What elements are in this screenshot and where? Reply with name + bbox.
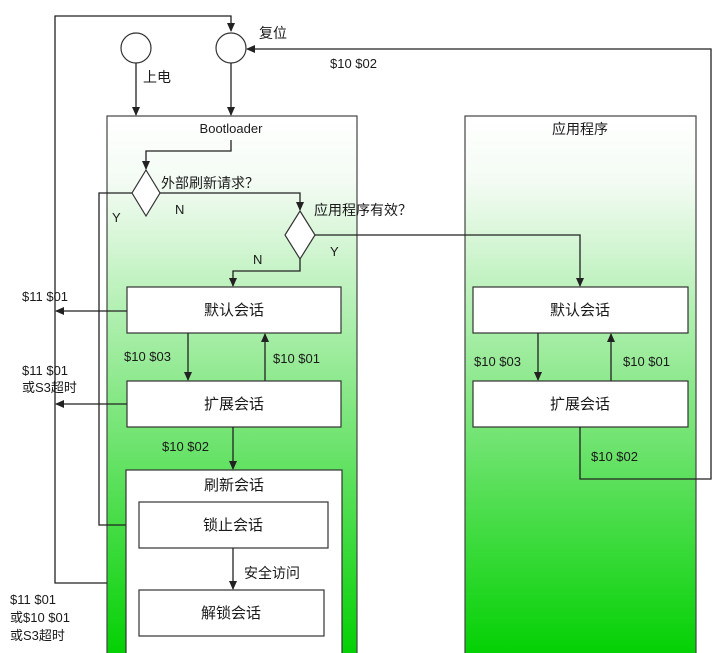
left-exit-3c-label: 或S3超时 <box>10 628 65 643</box>
external-request-decision <box>131 168 161 218</box>
app-default-label: 默认会话 <box>550 301 610 319</box>
app-extended-session <box>472 380 689 428</box>
bl-default-to-ext-label: $10 $03 <box>124 349 171 364</box>
bl-default-label: 默认会话 <box>204 301 264 319</box>
left-exit-2a-label: $11 $01 <box>22 363 68 378</box>
app-valid-no-arrow <box>229 259 301 287</box>
loop-to-reset-line <box>54 15 235 584</box>
power-on-node <box>120 32 152 64</box>
app-default-session <box>472 286 689 334</box>
reset-node <box>215 32 247 64</box>
app-ext-to-default-label: $10 $01 <box>623 354 670 369</box>
bootloader-title: Bootloader <box>200 121 264 136</box>
left-exit-3b-label: 或$10 $01 <box>10 610 70 625</box>
bl-default-session <box>126 286 342 334</box>
external-yes-arrow <box>98 192 138 529</box>
left-exit-2b-label: 或S3超时 <box>22 380 77 395</box>
external-no-label: N <box>175 202 184 217</box>
reset-label: 复位 <box>259 25 287 42</box>
bootloader-to-decision-arrow <box>142 140 232 170</box>
app-to-reset-line <box>246 45 712 480</box>
bl-ext-to-default-label: $10 $01 <box>273 351 320 366</box>
security-access-label: 安全访问 <box>244 565 300 582</box>
app-valid-no-label: N <box>253 252 262 267</box>
bl-extended-label: 扩展会话 <box>204 395 264 413</box>
power-on-label: 上电 <box>143 70 171 86</box>
app-extended-label: 扩展会话 <box>550 395 610 413</box>
bl-unlocked-session <box>138 589 325 637</box>
bl-programming-label: 刷新会话 <box>204 476 264 494</box>
external-request-label: 外部刷新请求？ <box>161 176 259 192</box>
app-ext-to-reset-label: $10 $02 <box>591 449 638 464</box>
bl-locked-label: 锁止会话 <box>203 516 263 534</box>
bl-locked-session <box>138 501 329 549</box>
bl-ext-to-prog-label: $10 $02 <box>162 439 209 454</box>
app-default-to-ext-label: $10 $03 <box>474 354 521 369</box>
app-to-reset-label: $10 $02 <box>330 56 377 71</box>
external-no-arrow <box>160 192 304 211</box>
external-yes-label: Y <box>112 210 121 225</box>
bl-unlocked-label: 解锁会话 <box>201 604 261 622</box>
app-valid-yes-arrow <box>315 234 584 287</box>
left-exit-1-label: $11 $01 <box>22 289 68 304</box>
app-valid-yes-label: Y <box>330 244 339 259</box>
app-valid-label: 应用程序有效？ <box>314 202 412 219</box>
left-exit-3a-label: $11 $01 <box>10 592 56 607</box>
application-title: 应用程序 <box>552 121 608 138</box>
bl-extended-session <box>126 380 342 428</box>
